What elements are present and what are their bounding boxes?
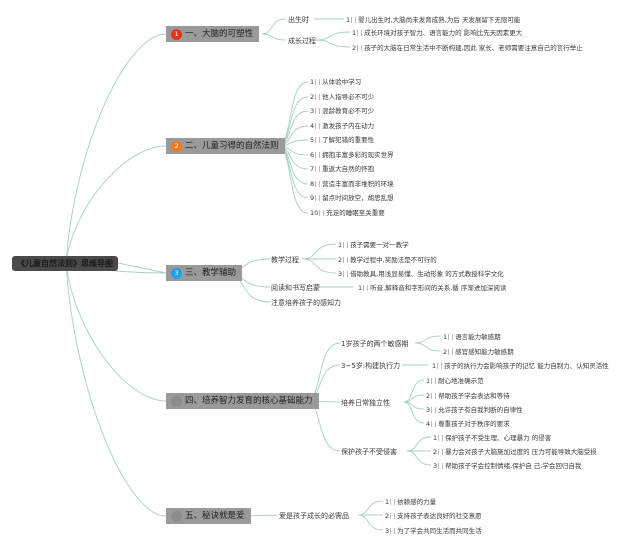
connector-line — [301, 243, 337, 260]
subtopic-reading-writing[interactable]: 阅读和书写启蒙 — [271, 284, 320, 292]
branch-natural-laws[interactable]: 2 二、儿童习得的自然法则 — [166, 138, 285, 154]
connector-line — [406, 436, 432, 452]
subtopic-growth-process[interactable]: 成长过程 — [288, 37, 316, 45]
connector-line — [65, 262, 167, 517]
connector-line — [315, 39, 351, 48]
root-node[interactable]: 《儿童自然法则》思维导图 — [12, 256, 118, 271]
subtopic-daily-independence[interactable]: 培养日常独立性 — [341, 399, 390, 407]
connector-line — [261, 18, 287, 35]
connector-line — [403, 401, 425, 424]
connector-line — [414, 342, 442, 352]
branch-label: 五、秘诀就是爱 — [185, 511, 245, 521]
subtopic-love-necessity[interactable]: 爱是孩子成长的必需品 — [279, 512, 349, 520]
connector-line — [117, 262, 167, 274]
connector-line — [65, 262, 167, 402]
connector-line — [414, 335, 442, 344]
number-badge-icon — [171, 510, 182, 522]
number-badge-icon: 1 — [171, 28, 182, 40]
connector-line — [315, 31, 351, 41]
number-badge-icon: 2 — [171, 140, 182, 152]
connector-line — [357, 500, 384, 516]
root-label: 《儿童自然法则》思维导图 — [17, 259, 113, 268]
subtopic-teaching-process[interactable]: 教学过程 — [271, 256, 299, 264]
connector-line — [403, 379, 425, 403]
branch-core-abilities[interactable]: 四、培养智力发育的核心基础能力 — [166, 393, 319, 409]
subtopic-protection[interactable]: 保护孩子不受侵害 — [341, 448, 397, 456]
branch-label: 二、儿童习得的自然法则 — [185, 141, 279, 151]
subtopic-sensitive-periods[interactable]: 1岁孩子的两个敏感期 — [341, 340, 409, 348]
branch-label: 三、教学辅助 — [185, 268, 237, 278]
connector-line — [65, 145, 167, 264]
number-badge-icon: 3 — [171, 267, 182, 279]
connector-line — [406, 450, 432, 466]
number-badge-icon — [171, 395, 182, 407]
connector-line — [301, 258, 337, 274]
branch-label: 一、大脑的可塑性 — [185, 29, 254, 39]
branch-label: 四、培养智力发育的核心基础能力 — [185, 396, 313, 406]
branch-love-secret[interactable]: 五、秘诀就是爱 — [166, 508, 251, 524]
subtopic-executive-function[interactable]: 3~5岁:构建执行力 — [341, 362, 401, 370]
connector-line — [261, 33, 287, 41]
subtopic-at-birth[interactable]: 出生时 — [288, 16, 309, 24]
branch-brain-plasticity[interactable]: 1 一、大脑的可塑性 — [166, 26, 260, 42]
connector-line — [65, 33, 167, 264]
subtopic-perception[interactable]: 注意培养孩子的感知力 — [271, 299, 341, 307]
connector-line — [357, 514, 384, 531]
branch-teaching-aids[interactable]: 3 三、教学辅助 — [166, 265, 243, 281]
